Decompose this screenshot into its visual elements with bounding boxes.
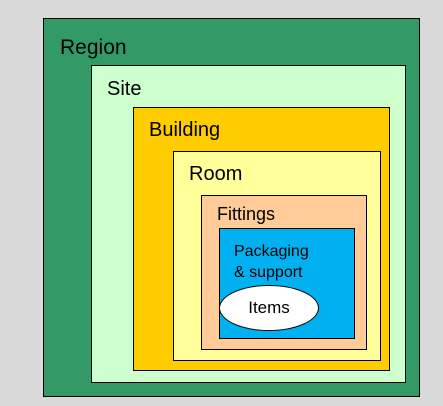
packaging-label-line2: & support xyxy=(234,263,303,281)
site-label: Site xyxy=(107,78,142,100)
region-label: Region xyxy=(60,36,127,59)
fittings-label: Fittings xyxy=(217,204,276,224)
building-label: Building xyxy=(149,119,221,141)
items-label: Items xyxy=(248,298,290,317)
room-label: Room xyxy=(189,163,243,185)
packaging-label-line1: Packaging xyxy=(234,243,309,260)
packaging-label: Packaging & support xyxy=(234,242,309,284)
items-ellipse: Items xyxy=(219,285,319,331)
